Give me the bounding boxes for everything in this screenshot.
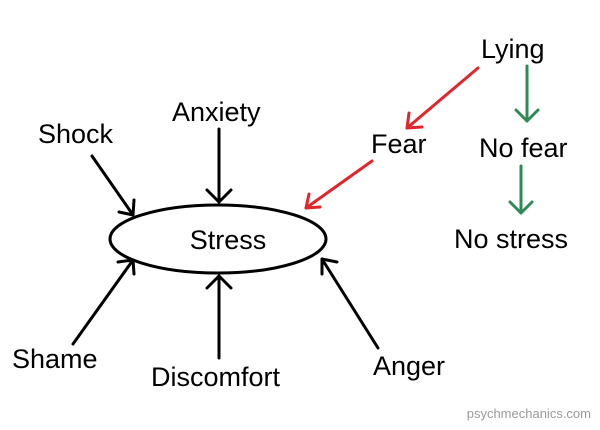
anger-label: Anger (373, 351, 445, 381)
anger-arrow (320, 257, 380, 350)
anxiety-label: Anxiety (172, 97, 261, 127)
lying-label: Lying (481, 34, 545, 64)
fear-to-stress-arrow (304, 159, 374, 210)
fear-label: Fear (371, 129, 427, 159)
no-fear-label: No fear (479, 133, 568, 163)
shame-arrow (71, 258, 136, 346)
no-stress-label: No stress (454, 224, 568, 254)
no-fear-to-no-stress-arrow (508, 164, 534, 215)
discomfort-arrow (205, 274, 233, 360)
shock-label: Shock (38, 119, 114, 149)
stress-ellipse (108, 203, 328, 275)
lying-to-fear-arrow (405, 66, 480, 130)
discomfort-label: Discomfort (151, 362, 281, 392)
watermark: psychmechanics.com (467, 406, 591, 421)
stress-label: Stress (190, 225, 267, 255)
lying-to-no-fear-arrow (514, 64, 540, 123)
shock-arrow (90, 154, 136, 217)
shame-label: Shame (12, 344, 98, 374)
anxiety-arrow (205, 127, 233, 204)
